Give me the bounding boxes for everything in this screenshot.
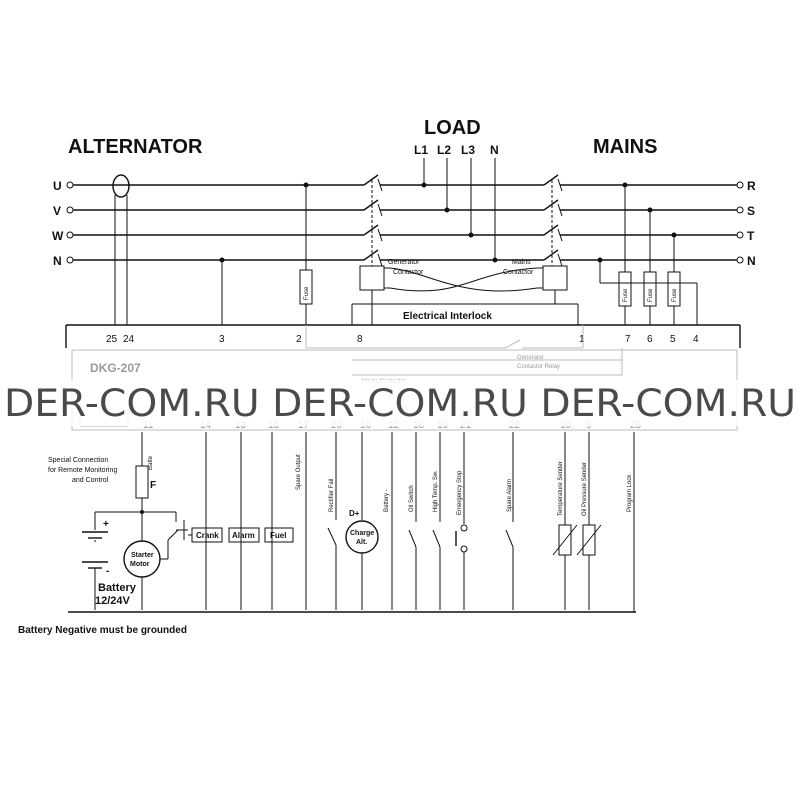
mains-fuse-t-label: Fuse (672, 288, 678, 302)
crank-label: Crank (196, 531, 219, 540)
rectifier-fail-label: Rectifier Fail (329, 479, 335, 512)
mains-fuse-r-label: Fuse (623, 288, 629, 302)
emergency-stop-label: Emergency Stop (457, 470, 463, 515)
battery-plus-label: Batte (148, 455, 154, 470)
phase-s-label: S (747, 204, 755, 218)
mains-contactor-label-2: Contactor (503, 269, 534, 276)
phase-t-label: T (747, 229, 755, 243)
charge-alternator-icon (345, 520, 379, 554)
relay-note-1: Generator (517, 355, 544, 361)
terminal-5: 5 (670, 334, 676, 345)
terminal-1: 1 (579, 334, 585, 345)
battery-symbol-icon (82, 531, 108, 569)
terminal-24: 24 (123, 334, 135, 345)
mains-title: MAINS (593, 136, 657, 158)
load-phase-labels: L1 L2 L3 N (414, 143, 499, 157)
terminal-3: 3 (219, 334, 225, 345)
mains-fuse-s-label: Fuse (648, 288, 654, 302)
special-connection-label-1: Special Connection (48, 457, 108, 464)
terminal-8: 8 (357, 334, 363, 345)
terminal-25: 25 (106, 334, 118, 345)
mains-contactor-blades (543, 174, 563, 267)
battery-label-2: 12/24V (95, 595, 131, 607)
spare-output-label: Spare Output (296, 454, 302, 490)
terminal-2: 2 (296, 334, 302, 345)
battery-minus-label: Battery - (384, 489, 390, 512)
alternator-title: ALTERNATOR (68, 136, 203, 158)
alarm-label: Alarm (232, 531, 255, 540)
charge-alt-label-2: Alt. (356, 539, 367, 546)
high-temp-label: High Temp. Sw. (433, 470, 439, 512)
battery-fuse (135, 465, 149, 499)
phase-u-label: U (53, 179, 62, 193)
special-connection-label-3: and Control (72, 477, 109, 484)
electrical-interlock (351, 267, 579, 325)
phase-w-label: W (52, 229, 64, 243)
terminal-7: 7 (625, 334, 631, 345)
starter-motor-label-2: Motor (130, 561, 150, 568)
fuse-f-label: F (150, 480, 156, 491)
starter-motor-icon (123, 540, 161, 578)
device-model: DKG-207 (90, 361, 141, 375)
mains-contactor-label-1: Mains (512, 259, 531, 266)
battery-plus-sign: + (103, 519, 109, 530)
crank-relay (191, 527, 223, 543)
alternator-phase-labels: U V W N (52, 179, 64, 268)
battery-minus-sign: - (106, 566, 109, 577)
phase-lines (66, 181, 744, 264)
load-phase-n: N (490, 143, 499, 157)
generator-contactor-coil (359, 265, 385, 291)
terminal-6: 6 (647, 334, 653, 345)
load-wires (421, 158, 498, 263)
dplus-label: D+ (349, 509, 360, 518)
load-phase-l3: L3 (461, 143, 475, 157)
load-phase-l2: L2 (437, 143, 451, 157)
ground-note: Battery Negative must be grounded (18, 625, 187, 636)
generator-contactor-blades (363, 174, 383, 267)
generator-fuse-label: Fuse (304, 286, 310, 300)
starter-motor-label-1: Starter (131, 552, 154, 559)
top-terminal-numbers: 25 24 3 2 8 1 7 6 5 4 (106, 334, 699, 345)
battery-label-1: Battery (98, 582, 137, 594)
load-phase-l1: L1 (414, 143, 428, 157)
phase-r-label: R (747, 179, 756, 193)
program-lock-label: Program Lock (627, 474, 633, 512)
current-transformer-icon (112, 174, 130, 198)
alarm-relay (228, 527, 260, 543)
watermark-text: DER-COM.RU DER-COM.RU DER-COM.RU (4, 382, 796, 425)
fuel-label: Fuel (270, 531, 286, 540)
mains-contactor-coil (542, 265, 568, 291)
load-title: LOAD (424, 117, 481, 139)
charge-alt-label-1: Charge (350, 530, 374, 537)
phase-n-mains-label: N (747, 254, 756, 268)
mains-phase-labels: R S T N (747, 179, 756, 268)
interlock-label: Electrical Interlock (403, 311, 492, 322)
temperature-sender-label: Temperature Sender (558, 461, 564, 516)
phase-n-label: N (53, 254, 62, 268)
generator-contactor-label-1: Generator (388, 259, 420, 266)
phase-v-label: V (53, 204, 61, 218)
oil-switch-label: Oil Switch (409, 485, 415, 512)
relay-note-2: Contactor Relay (517, 364, 560, 370)
special-connection-label-2: for Remote Monitoring (48, 467, 117, 474)
generator-contactor-label-2: Contactor (393, 269, 424, 276)
spare-alarm-label: Spare Alarm (507, 479, 513, 512)
oil-pressure-sender-label: Oil Pressure Sender (582, 462, 588, 516)
terminal-4: 4 (693, 334, 699, 345)
